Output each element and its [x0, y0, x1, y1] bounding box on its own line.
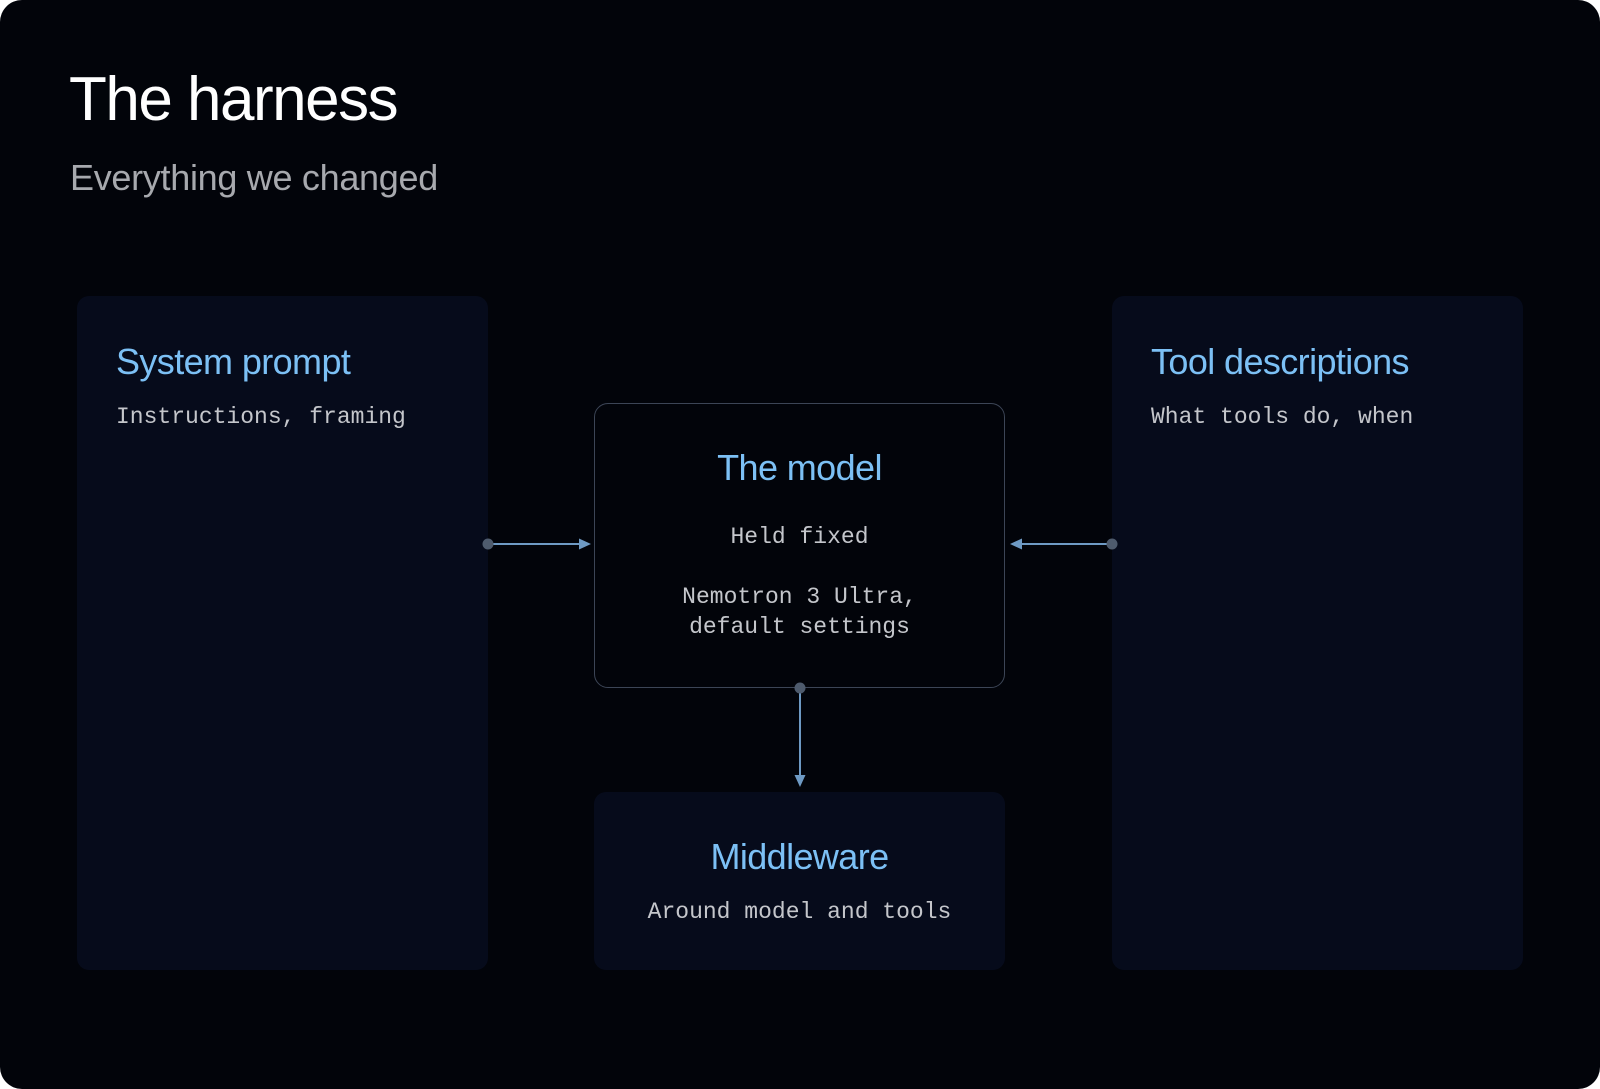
arrow-head-down — [794, 775, 806, 787]
model-detail: Nemotron 3 Ultra, default settings — [595, 582, 1004, 642]
connector-model-to-middleware — [794, 682, 806, 787]
model-card: The model Held fixed Nemotron 3 Ultra, d… — [594, 403, 1005, 688]
model-detail-line-1: Nemotron 3 Ultra, — [682, 584, 917, 610]
arrow-head-right — [579, 538, 591, 550]
tool-descriptions-description: What tools do, when — [1151, 404, 1414, 430]
system-prompt-card: System prompt Instructions, framing — [77, 296, 488, 970]
tool-descriptions-card: Tool descriptions What tools do, when — [1112, 296, 1523, 970]
connector-tool-descriptions-to-model — [1010, 538, 1118, 550]
tool-descriptions-heading: Tool descriptions — [1151, 341, 1410, 382]
connector-system-prompt-to-model — [482, 538, 591, 550]
middleware-heading: Middleware — [710, 836, 889, 877]
model-detail-line-2: default settings — [689, 614, 910, 640]
system-prompt-description: Instructions, framing — [116, 404, 406, 430]
model-status: Held fixed — [730, 524, 869, 550]
middleware-card: Middleware Around model and tools — [594, 792, 1005, 970]
system-prompt-heading: System prompt — [116, 341, 351, 382]
arrow-head-left — [1010, 538, 1022, 550]
model-heading: The model — [717, 447, 882, 488]
middleware-description: Around model and tools — [647, 899, 952, 925]
slide-subtitle: Everything we changed — [70, 157, 438, 198]
slide-title: The harness — [69, 65, 399, 134]
